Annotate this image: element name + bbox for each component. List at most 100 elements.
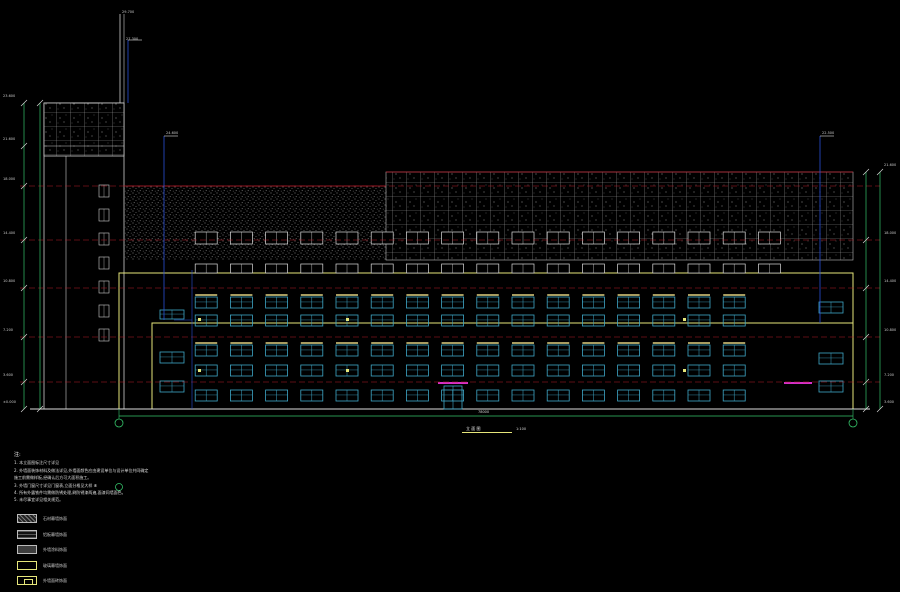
dimension-lines — [20, 39, 884, 491]
facade-window — [617, 344, 640, 357]
level-label: 18.000 — [3, 177, 16, 181]
top-elevation-tag: 27.300 — [126, 37, 139, 41]
facade-window — [405, 344, 429, 357]
roof-stone-hatch — [124, 186, 386, 260]
tile-swatch-icon — [17, 576, 37, 585]
detail-bubble-icon — [115, 483, 123, 491]
facade-window — [546, 364, 570, 377]
roof-window — [582, 231, 605, 245]
roof-window — [300, 263, 324, 274]
marker-icon — [198, 369, 201, 372]
level-label: 3.600 — [3, 373, 14, 377]
dim-tick — [20, 405, 28, 413]
dim-tick — [20, 236, 28, 244]
dim-tick — [20, 182, 28, 190]
note-line: 1. 本立面图标注尺寸详见 — [14, 460, 60, 466]
facade-window — [546, 344, 570, 357]
level-label: 14.400 — [3, 231, 16, 235]
roof-window — [335, 263, 359, 274]
facade-window — [265, 296, 289, 309]
facade-window — [617, 314, 640, 327]
roof-window — [687, 263, 711, 274]
facade-window — [617, 296, 640, 309]
facade-window — [722, 389, 746, 402]
facade-window — [511, 314, 535, 327]
roof-window — [617, 263, 640, 274]
main-block-outline — [118, 272, 854, 410]
facade-window — [476, 344, 500, 357]
facade-window — [687, 314, 711, 327]
panel-swatch-icon — [17, 529, 37, 539]
legend-label: 铝板幕墙饰面 — [43, 531, 67, 537]
facade-window — [300, 364, 324, 377]
facade-window — [582, 296, 605, 309]
facade-window — [370, 344, 394, 357]
level-label: 18.000 — [884, 231, 897, 235]
level-label: 3.600 — [884, 400, 895, 404]
roof-window — [370, 263, 394, 274]
facade-window — [582, 314, 605, 327]
facade-window — [300, 344, 324, 357]
marker-icon — [683, 318, 686, 321]
dim-tick — [876, 168, 884, 176]
window-grid — [159, 231, 844, 402]
roof-window — [441, 231, 464, 245]
facade-window — [652, 389, 676, 402]
facade-window — [335, 389, 359, 402]
drawing-title: 立 面 图 — [466, 426, 481, 431]
tower-top-panel — [43, 102, 125, 157]
facade-window — [582, 364, 605, 377]
legend-label: 玻璃幕墙饰面 — [43, 562, 67, 568]
level-label: 14.400 — [884, 279, 897, 283]
general-notes: 注: 1. 本立面图标注尺寸详见 2. 外墙面装饰材料及做法详见,外墙面颜色应由… — [14, 452, 148, 504]
paint-swatch-icon — [17, 545, 37, 554]
roof-window — [511, 263, 535, 274]
facade-window — [441, 389, 465, 402]
facade-window — [476, 364, 500, 377]
roof-window — [194, 263, 218, 274]
top-elevation-tag: 22.500 — [822, 131, 835, 135]
roof-window — [300, 231, 324, 245]
note-line: 5. 未尽事宜详见相关规范。 — [14, 497, 64, 503]
marker-icon — [683, 369, 686, 372]
facade-window — [687, 389, 711, 402]
level-lines — [20, 171, 880, 383]
facade-window — [300, 296, 324, 309]
facade-window — [582, 389, 605, 402]
facade-window — [617, 364, 640, 377]
roof-window — [722, 263, 746, 274]
roof-window — [476, 231, 500, 245]
facade-window — [335, 296, 359, 309]
side-window — [818, 380, 844, 393]
facade-window — [370, 296, 394, 309]
legend-label: 外墙涂料饰面 — [43, 547, 67, 552]
facade-window — [722, 344, 746, 357]
marker-icon — [346, 318, 349, 321]
level-label: 21.600 — [884, 163, 897, 167]
facade-window — [441, 296, 465, 309]
facade-window — [265, 344, 289, 357]
top-elevation-tag: 29.700 — [122, 10, 135, 14]
facade-window — [511, 296, 535, 309]
facade-window — [194, 389, 218, 402]
top-elevation-tag: 24.600 — [166, 131, 179, 135]
facade-window — [687, 296, 711, 309]
drawing-scale: 1:100 — [516, 427, 527, 431]
level-label: 21.600 — [3, 137, 16, 141]
roof-window — [335, 231, 359, 245]
facade-window — [511, 364, 535, 377]
level-label: 7.200 — [884, 373, 895, 377]
level-label: 23.600 — [3, 94, 16, 98]
facade-window — [335, 344, 359, 357]
level-label: 10.800 — [884, 328, 897, 332]
dim-tick — [862, 284, 870, 292]
roof-window — [406, 263, 429, 274]
roof-window — [441, 263, 464, 274]
note-line: 施工前需做样板,经确认后方可大面积施工。 — [14, 475, 92, 481]
facade-window — [370, 364, 394, 377]
roof-window — [722, 231, 746, 245]
roof-window — [230, 263, 253, 274]
roof-window — [582, 263, 605, 274]
